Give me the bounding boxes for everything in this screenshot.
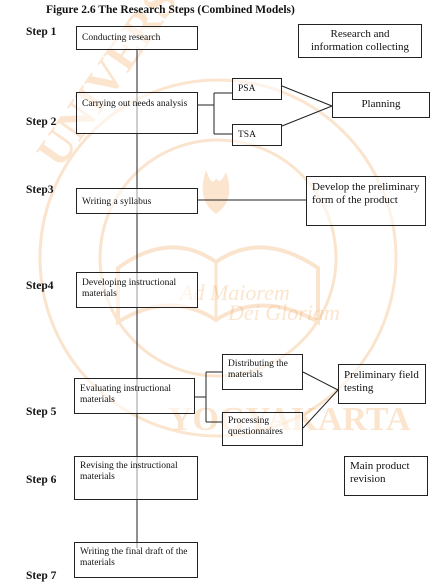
preliminary-field-testing-box: Preliminary field testing bbox=[338, 364, 426, 404]
revising-materials-box: Revising the instructional materials bbox=[74, 456, 198, 500]
processing-questionnaires-box: Processing questionnaires bbox=[222, 412, 303, 446]
needs-analysis-box: Carrying out needs analysis bbox=[76, 92, 198, 134]
distributing-materials-box: Distributing the materials bbox=[222, 354, 303, 390]
research-info-collecting-box: Research and information collecting bbox=[298, 24, 422, 58]
step-4-label: Step4 bbox=[26, 280, 54, 292]
psa-box: PSA bbox=[232, 78, 282, 100]
developing-materials-box: Developing instructional materials bbox=[76, 272, 198, 308]
develop-preliminary-form-box: Develop the preliminary form of the prod… bbox=[306, 176, 426, 226]
step-6-label: Step 6 bbox=[26, 474, 57, 486]
step-3-label: Step3 bbox=[26, 184, 54, 196]
tsa-box: TSA bbox=[232, 124, 282, 146]
evaluating-materials-box: Evaluating instructional materials bbox=[74, 378, 195, 414]
step-7-label: Step 7 bbox=[26, 570, 57, 582]
step-5-label: Step 5 bbox=[26, 406, 57, 418]
figure-title: Figure 2.6 The Research Steps (Combined … bbox=[46, 4, 295, 16]
step-1-label: Step 1 bbox=[26, 26, 57, 38]
final-draft-box: Writing the final draft of the materials bbox=[74, 542, 198, 578]
planning-box: Planning bbox=[332, 92, 430, 118]
step-2-label: Step 2 bbox=[26, 116, 57, 128]
main-product-revision-box: Main product revision bbox=[344, 456, 428, 496]
conducting-research-box: Conducting research bbox=[76, 26, 198, 50]
writing-syllabus-box: Writing a syllabus bbox=[76, 188, 198, 214]
seal-book-right-text: Dei Gloriam bbox=[227, 300, 340, 325]
